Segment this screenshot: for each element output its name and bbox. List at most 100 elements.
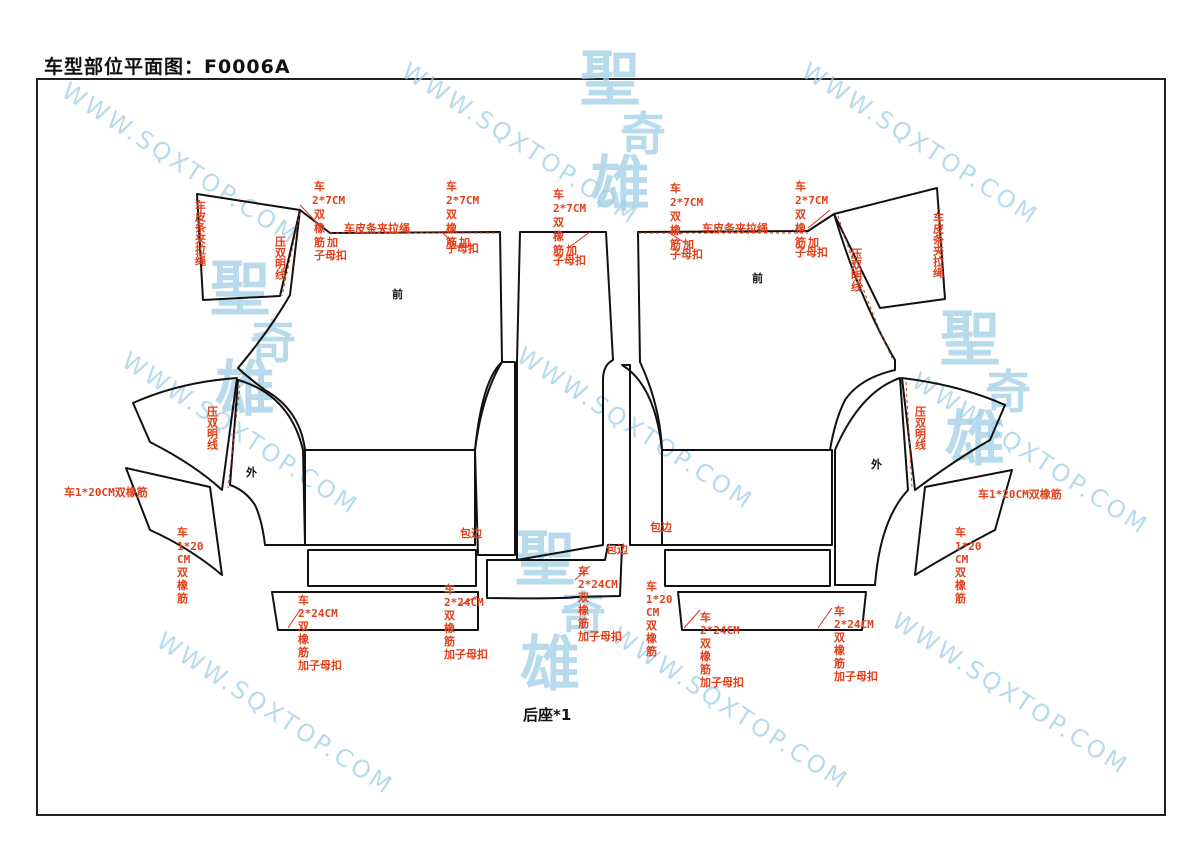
annotation: 加: [565, 243, 577, 257]
leader-line: [817, 607, 833, 629]
annotation: 2*7CM: [670, 196, 703, 209]
annotation: 车: [314, 179, 325, 193]
annotation: 橡: [553, 229, 564, 243]
annotation: CM: [955, 553, 969, 566]
page-title: 车型部位平面图：F0006A: [44, 56, 291, 78]
annotation: 筋: [699, 662, 711, 676]
piece-label-front: 前: [392, 287, 403, 301]
annotation: 双: [298, 620, 309, 633]
pattern-piece-right-strip: [664, 549, 831, 587]
leader-line: [459, 595, 479, 606]
annotation: 2*7CM: [553, 202, 586, 215]
annotation-vertical: 车皮条夹拉绳: [194, 199, 208, 267]
annotation: 筋: [313, 235, 325, 249]
annotation: 车: [955, 525, 966, 539]
watermark-logo-char: 奇: [620, 107, 666, 161]
annotation: 筋: [443, 634, 455, 648]
watermark-layer: WWW.SQXTOP.COM WWW.SQXTOP.COM WWW.SQXTOP…: [57, 45, 1154, 801]
pattern-piece-left-side-curve: [474, 361, 516, 556]
pattern-piece-right-bottom: [677, 591, 867, 631]
annotation: 橡: [700, 649, 711, 663]
annotation: 筋: [833, 656, 845, 670]
annotation: 筋: [445, 235, 457, 249]
annotation: 加: [682, 237, 694, 251]
annotation: 子母扣: [795, 245, 828, 259]
watermark-url: WWW.SQXTOP.COM: [887, 607, 1134, 781]
leader-line: [567, 231, 591, 249]
watermark-logo-char: 聖: [210, 255, 270, 325]
annotation: 车1*20CM双橡筋: [64, 485, 148, 499]
annotation: 加: [458, 235, 470, 249]
annotation-edge: 包边: [605, 542, 629, 556]
watermark-url: WWW.SQXTOP.COM: [152, 627, 399, 801]
annotation: 加: [326, 235, 338, 249]
annotation: 加子母扣: [297, 658, 342, 672]
annotation: 双: [700, 637, 711, 650]
annotation: 双: [578, 591, 589, 604]
annotation-vertical: 压双明线: [274, 235, 287, 281]
watermark-url: WWW.SQXTOP.COM: [57, 77, 304, 251]
annotation: 双: [955, 566, 966, 579]
leader-line: [441, 231, 474, 247]
annotation: 子母扣: [553, 253, 586, 267]
watermark-logo-char: 奇: [985, 365, 1031, 419]
pattern-piece-left-back-panel: [229, 379, 306, 546]
pattern-piece-left-mid-panel: [304, 449, 476, 546]
annotation: 橡: [444, 621, 455, 635]
leader-line: [299, 204, 323, 229]
pattern-piece-left-top-flap: [196, 193, 301, 301]
watermark-logo-char: 聖: [580, 45, 640, 115]
annotation-vertical: 压双明线: [914, 405, 927, 451]
pattern-piece-center-bottom: [486, 544, 623, 600]
annotation: CM: [646, 606, 660, 619]
leader-line: [287, 609, 301, 629]
pattern-piece-right-side-curve: [621, 364, 663, 546]
pattern-piece-right-upper-wing: [901, 377, 1006, 491]
pattern-piece-left-lower-wing: [125, 467, 223, 576]
diagram-caption: 后座*1: [523, 706, 571, 724]
annotation: 加子母扣: [577, 629, 622, 643]
watermark-logo-char: 雄: [520, 630, 580, 700]
annotation: 1*20: [177, 540, 204, 553]
annotation: 筋: [297, 645, 309, 659]
annotation: 双: [446, 208, 457, 221]
annotation: 子母扣: [446, 241, 479, 255]
annotation: 橡: [646, 631, 657, 645]
drawing-frame: [36, 78, 1166, 816]
pattern-piece-right-lower-wing: [914, 469, 1013, 576]
piece-label-outer: 外: [245, 465, 257, 479]
watermark-logo-char: 聖: [940, 305, 1000, 375]
annotation: 双: [444, 609, 455, 622]
annotation: 橡: [177, 578, 188, 592]
annotation: 橡: [314, 221, 325, 235]
annotation: 车: [444, 582, 455, 596]
pattern-piece-right-top-flap: [833, 187, 946, 309]
annotation: 车: [553, 187, 564, 201]
annotation: 车: [446, 179, 457, 193]
pattern-piece-right-front: [637, 213, 896, 451]
annotation: 2*7CM: [795, 194, 828, 207]
pattern-piece-left-bottom: [271, 591, 479, 631]
annotation: 车: [177, 525, 188, 539]
annotation: 筋: [577, 616, 589, 630]
watermark-url: WWW.SQXTOP.COM: [797, 57, 1044, 231]
pattern-piece-left-upper-wing: [132, 377, 238, 491]
leader-line: [667, 231, 691, 247]
annotation: 加子母扣: [443, 647, 488, 661]
annotation: 子母扣: [314, 248, 347, 262]
leader-line: [683, 609, 701, 629]
seam-line: [227, 384, 241, 489]
annotation: 加: [807, 235, 819, 249]
leader-line: [574, 565, 591, 581]
annotation-vertical: 压双明线: [850, 247, 863, 293]
piece-label-front: 前: [752, 271, 763, 285]
annotation: 筋: [954, 591, 966, 605]
watermark-logo-char: 雄: [590, 150, 650, 220]
annotation: 子母扣: [670, 247, 703, 261]
annotation: 双: [646, 619, 657, 632]
annotation: 双: [670, 210, 681, 223]
annotation: 双: [177, 566, 188, 579]
annotation: 车: [834, 604, 845, 618]
annotation: 1*20: [646, 593, 673, 606]
annotation: 2*7CM: [312, 194, 345, 207]
